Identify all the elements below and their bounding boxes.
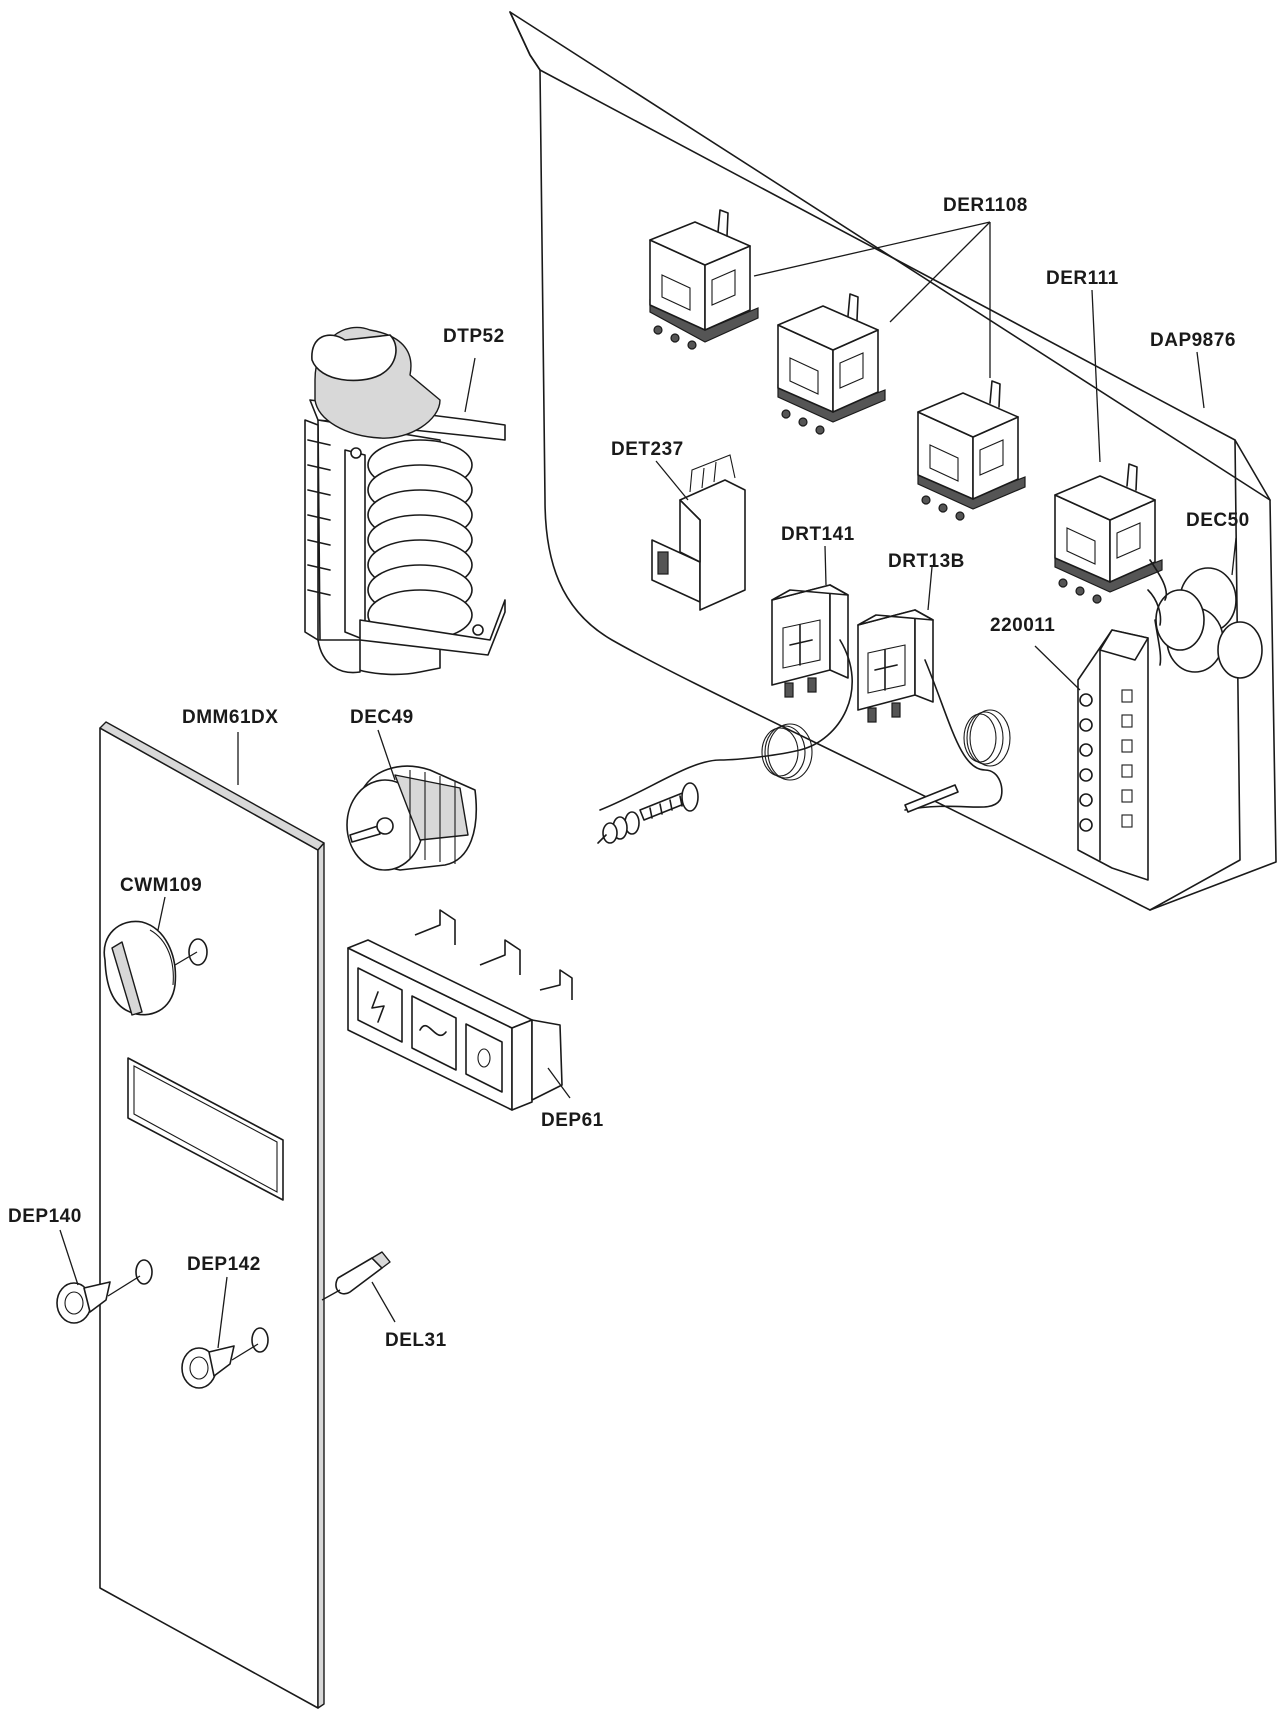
relay-der1108-2 bbox=[777, 293, 886, 435]
label-dmm61dx: DMM61DX bbox=[182, 707, 278, 728]
label-dec49: DEC49 bbox=[350, 707, 414, 728]
terminal-block-220011 bbox=[1077, 629, 1149, 881]
label-del31: DEL31 bbox=[385, 1330, 447, 1351]
relay-der1108-3 bbox=[917, 380, 1026, 521]
label-dec50: DEC50 bbox=[1186, 510, 1250, 531]
switch-block-dep61 bbox=[347, 909, 573, 1111]
label-dep140: DEP140 bbox=[8, 1206, 82, 1227]
part-labels: DER1108 DER111 DAP9876 DTP52 DET237 DRT1… bbox=[8, 195, 1250, 1351]
label-drt141: DRT141 bbox=[781, 524, 855, 545]
label-der111: DER111 bbox=[1046, 268, 1119, 289]
terminal-det237 bbox=[651, 454, 746, 611]
label-dep61: DEP61 bbox=[541, 1110, 604, 1131]
label-drt13b: DRT13B bbox=[888, 551, 965, 572]
label-det237: DET237 bbox=[611, 439, 684, 460]
relay-der1108-1 bbox=[649, 209, 759, 350]
label-dep142: DEP142 bbox=[187, 1254, 261, 1275]
bulb-del31 bbox=[321, 1251, 391, 1301]
label-dtp52: DTP52 bbox=[443, 326, 505, 347]
thermostat-drt13b bbox=[857, 609, 1011, 813]
label-der1108: DER1108 bbox=[943, 195, 1028, 216]
screw-and-nuts bbox=[597, 782, 699, 844]
mounting-plate bbox=[509, 11, 1277, 911]
label-cwm109: CWM109 bbox=[120, 875, 202, 896]
relay-der111 bbox=[1054, 463, 1163, 604]
front-panel-dmm61dx bbox=[99, 721, 325, 1709]
lamp-dep140 bbox=[56, 1275, 141, 1324]
capacitors-dec50 bbox=[1147, 559, 1263, 679]
timer-motor-dec49 bbox=[346, 765, 477, 871]
leader-lines bbox=[59, 221, 1237, 1349]
thermostat-drt141 bbox=[599, 584, 853, 811]
rotary-switch-dtp52 bbox=[304, 326, 506, 676]
label-dap9876: DAP9876 bbox=[1150, 330, 1236, 351]
knob-cwm109 bbox=[103, 920, 198, 1016]
lamp-dep142 bbox=[181, 1343, 259, 1389]
label-220011: 220011 bbox=[990, 615, 1055, 636]
